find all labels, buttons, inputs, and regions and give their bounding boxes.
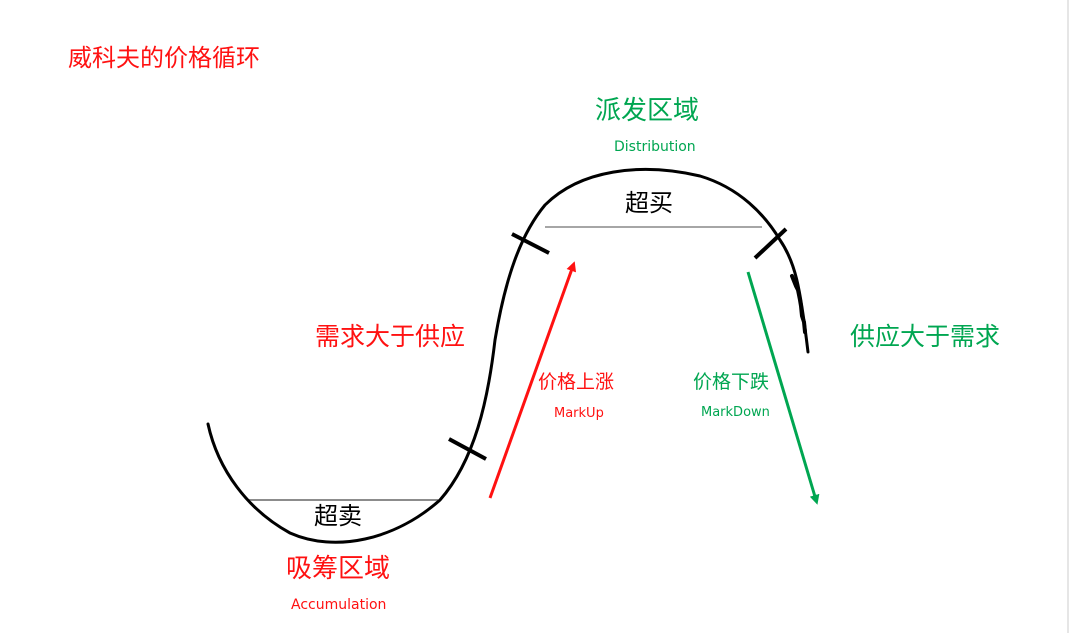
distribution-label-en: Distribution [614, 139, 696, 155]
markup-arrow [488, 261, 577, 499]
accumulation-label: 吸筹区域 [286, 554, 391, 584]
accumulation-label-en: Accumulation [291, 597, 387, 613]
distribution-label: 派发区域 [595, 96, 700, 126]
tick-mark-distribution-start [511, 232, 550, 255]
markdown-label-en: MarkDown [701, 405, 770, 420]
markup-label: 价格上涨 [538, 371, 615, 393]
demand-exceeds-supply-label: 需求大于供应 [315, 322, 466, 351]
oversold-label: 超卖 [314, 502, 362, 530]
markdown-label: 价格下跌 [693, 371, 770, 393]
supply-exceeds-demand-label: 供应大于需求 [850, 322, 1001, 351]
overbought-label: 超买 [625, 189, 673, 217]
jagged-decline-segment [790, 274, 807, 334]
tick-mark-markup-start [448, 437, 487, 461]
page-edge-divider [1067, 0, 1069, 633]
price-cycle-curve [206, 168, 810, 544]
markdown-arrow [746, 271, 820, 505]
markup-label-en: MarkUp [554, 406, 604, 421]
tick-mark-distribution-end [753, 227, 788, 260]
diagram-title: 威科夫的价格循环 [68, 44, 260, 72]
